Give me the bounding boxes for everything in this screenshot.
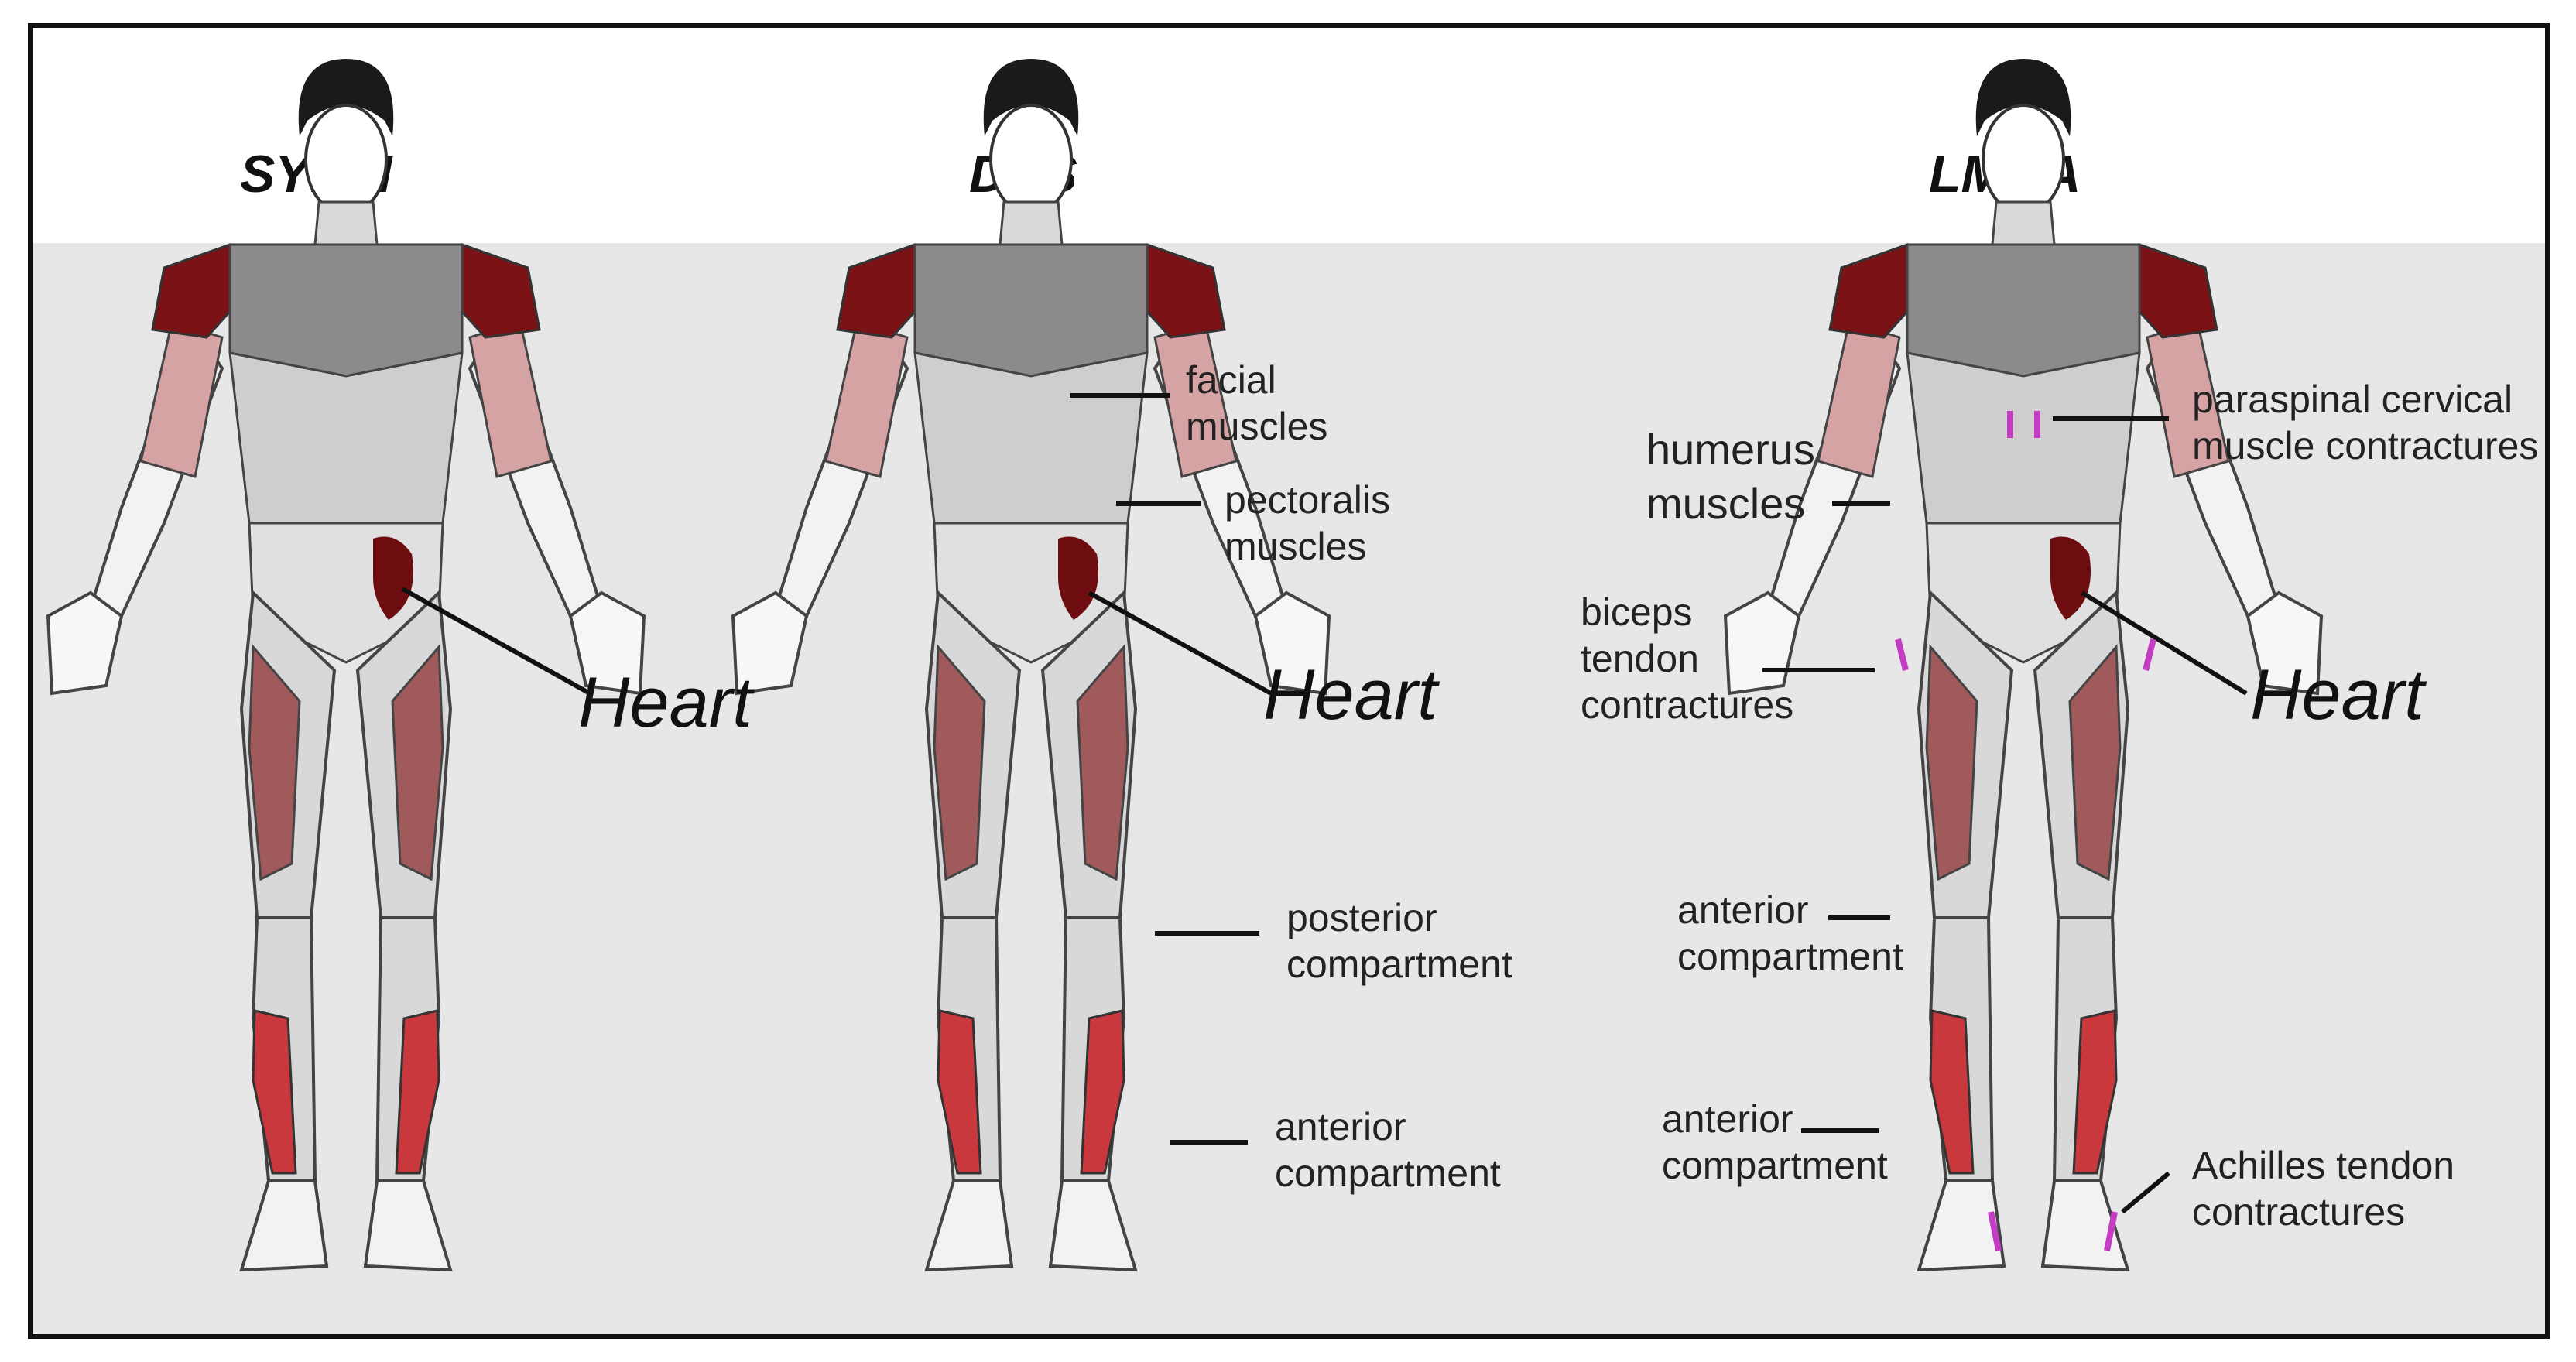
figure-frame: SYNM DES LMNA [28,23,2550,1339]
heart-label-lmna: Heart [2250,655,2424,734]
body-lmna [1724,57,2323,1271]
label-paraspinal: paraspinal cervical muscle contractures [2192,378,2539,467]
leader-heart-synm [401,587,591,696]
heart-des [1058,536,1098,620]
leader-heart-lmna [2081,590,2248,696]
label-anterior-compartment-thigh: anterior compartment [1677,888,1903,978]
heart-label-des: Heart [1263,655,1437,734]
body-des [731,57,1331,1271]
label-biceps-tendon: biceps tendon contractures [1581,590,1794,727]
label-anterior-compartment-leg: anterior compartment [1662,1097,1888,1187]
label-posterior-compartment: posterior compartment [1286,896,1512,986]
heart-lmna [2050,536,2091,620]
label-facial-muscles: facial muscles [1186,358,1328,448]
contracture-achilles-mark [1988,1211,2002,1251]
label-pectoralis-muscles: pectoralis muscles [1225,478,1390,568]
leader-heart-des [1088,590,1273,696]
body-synm [46,57,646,1271]
body-figures [46,57,2323,1271]
label-achilles-tendon: Achilles tendon contractures [2192,1144,2455,1234]
label-humerus-muscles: humerus muscles [1646,425,1815,528]
contracture-achilles-mark-right [2104,1211,2118,1251]
heart-synm [373,536,413,620]
contracture-biceps-mark [1895,638,1909,671]
heart-label-synm: Heart [578,663,752,742]
leader-achilles [2121,1171,2170,1214]
label-anterior-compartment-des: anterior compartment [1275,1105,1501,1195]
contracture-biceps-mark-right [2143,638,2156,671]
